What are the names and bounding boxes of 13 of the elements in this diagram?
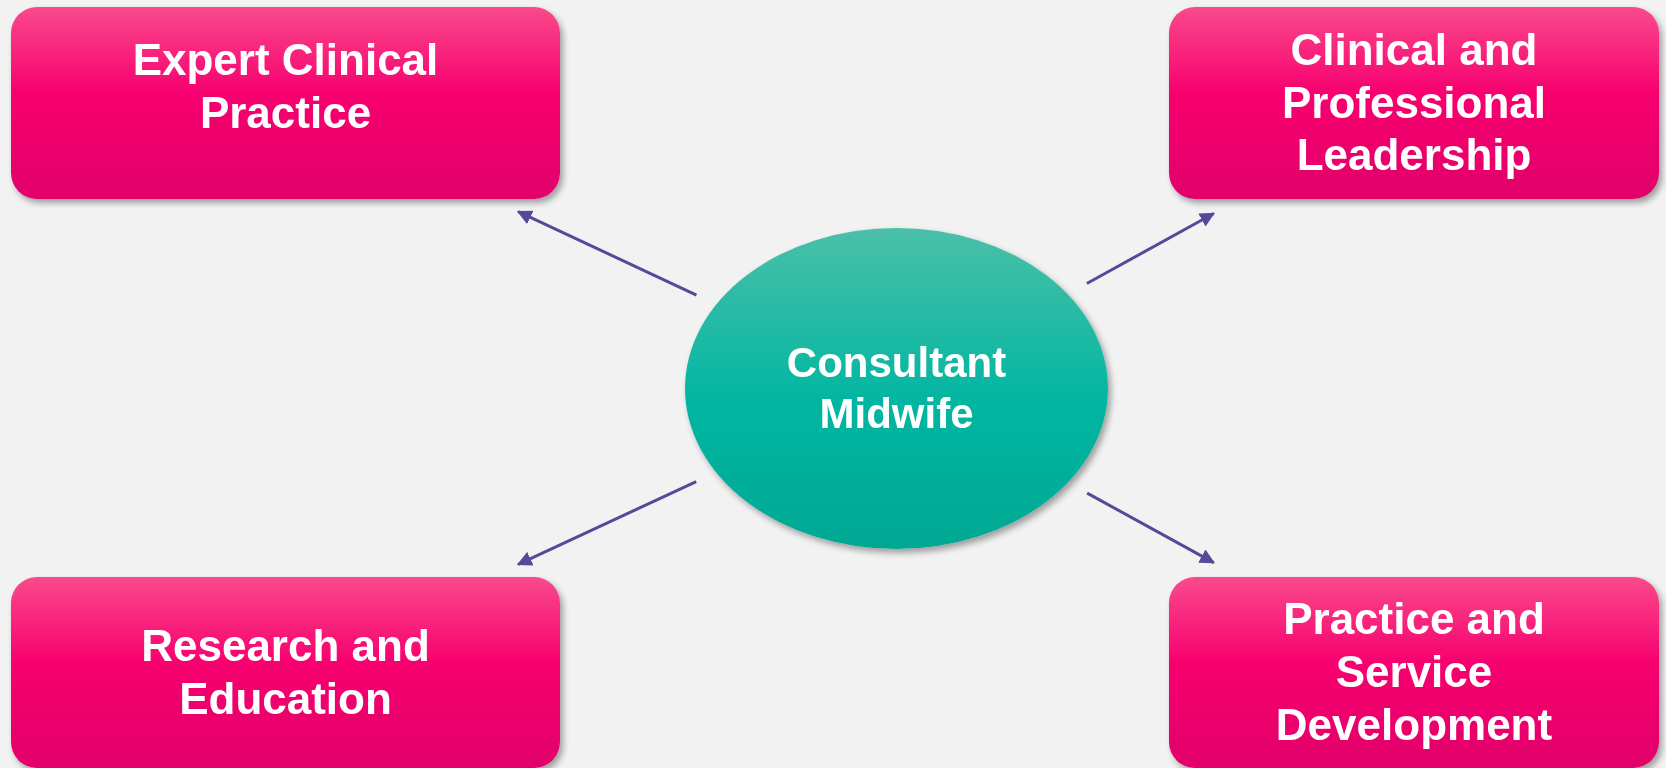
node-label: Practice and Service Development — [1274, 593, 1554, 751]
role-box — [11, 7, 560, 199]
role-box — [11, 577, 560, 768]
arrow — [516, 480, 697, 566]
arrow — [1086, 491, 1215, 564]
node-label: Clinical and Professional Leadership — [1280, 23, 1548, 182]
node-label: Research and Education — [140, 619, 431, 725]
node-label: Consultant Midwife — [785, 338, 1008, 439]
arrow — [516, 210, 698, 297]
role-box — [1169, 577, 1659, 768]
node-label: Expert Clinical Practice — [131, 34, 440, 139]
role-box — [1169, 7, 1659, 199]
arrow — [1086, 212, 1216, 285]
